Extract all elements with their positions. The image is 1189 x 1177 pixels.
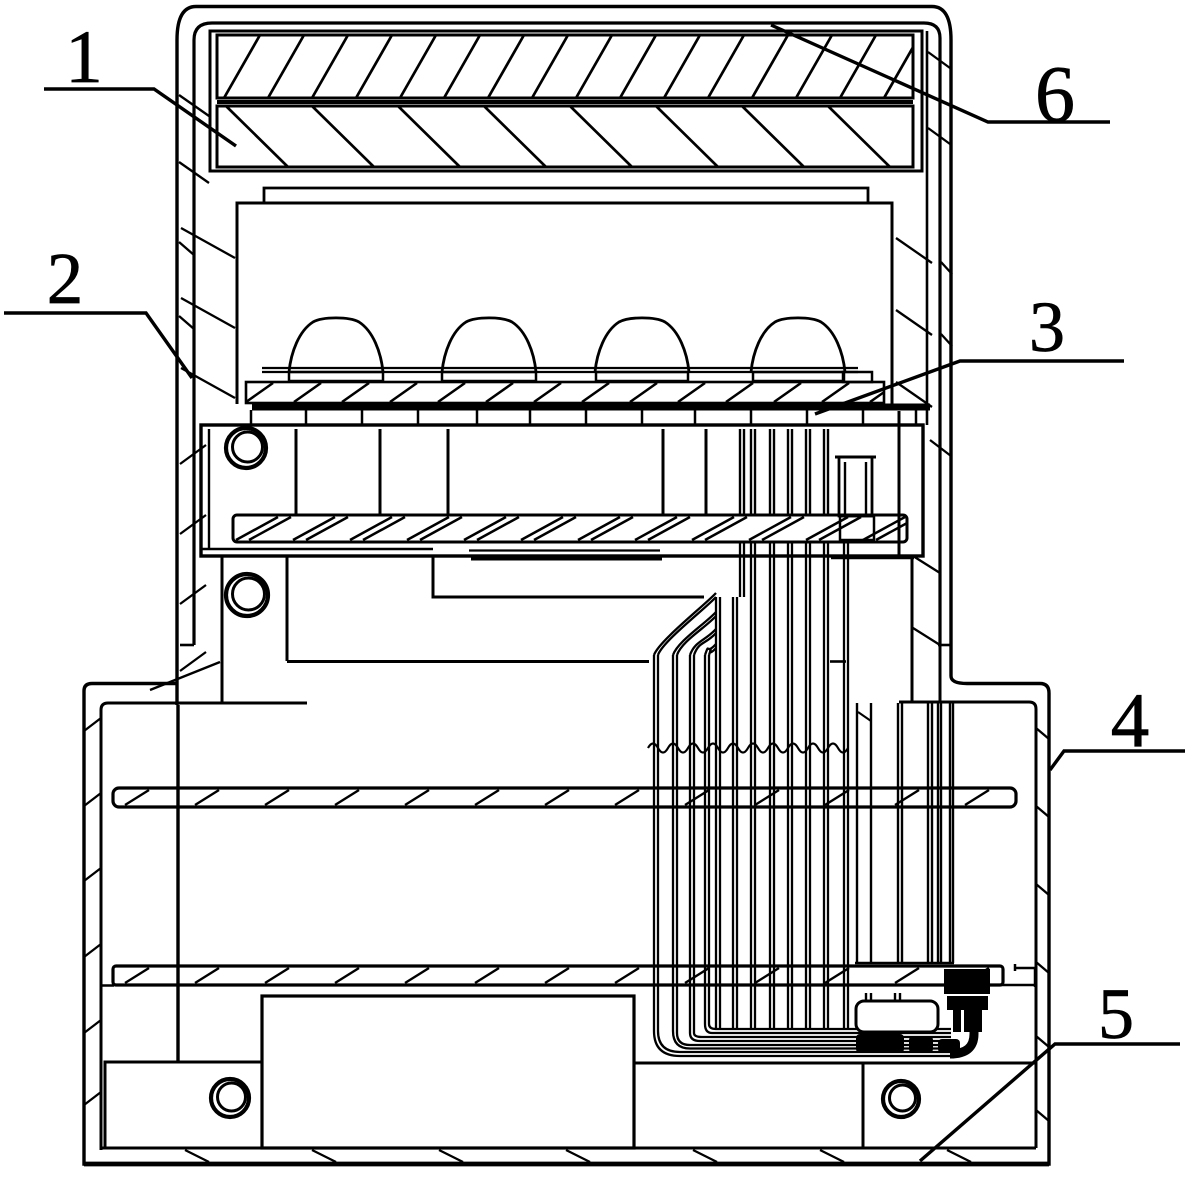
svg-text:2: 2 [47,238,84,319]
svg-text:4: 4 [1111,677,1150,763]
svg-text:3: 3 [1029,287,1065,367]
svg-text:6: 6 [1035,51,1075,139]
svg-text:5: 5 [1098,974,1134,1054]
svg-text:1: 1 [65,16,103,99]
